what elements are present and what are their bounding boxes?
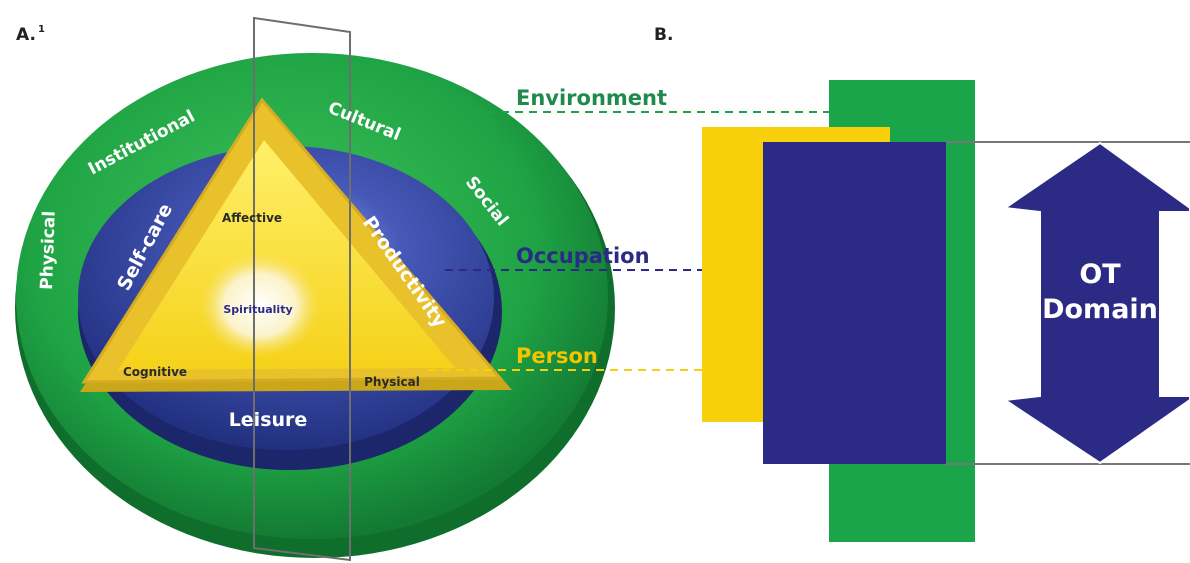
ot-domain-line1: OT: [1079, 259, 1121, 290]
occupation-bar: [763, 142, 946, 464]
spirituality-core: [200, 253, 320, 357]
outer-label-physical: Physical: [37, 211, 60, 291]
person-label-cognitive: Cognitive: [123, 365, 187, 379]
panel-b-label: B.: [654, 25, 673, 45]
ot-domain-line2: Domain: [1042, 294, 1158, 325]
panel-a-superscript: 1: [38, 24, 45, 35]
person-label-physical: Physical: [364, 375, 420, 389]
section-plane: [253, 16, 351, 562]
ot-domain-arrow-icon: [1002, 141, 1190, 465]
environment-label: Environment: [516, 86, 667, 110]
occupation-label-leisure: Leisure: [229, 409, 308, 431]
occupation-label: Occupation: [516, 244, 650, 268]
person-label-affective: Affective: [222, 211, 282, 225]
person-label: Person: [516, 344, 598, 368]
panel-a-label: A.: [16, 25, 36, 45]
person-label-spirituality: Spirituality: [223, 303, 292, 316]
